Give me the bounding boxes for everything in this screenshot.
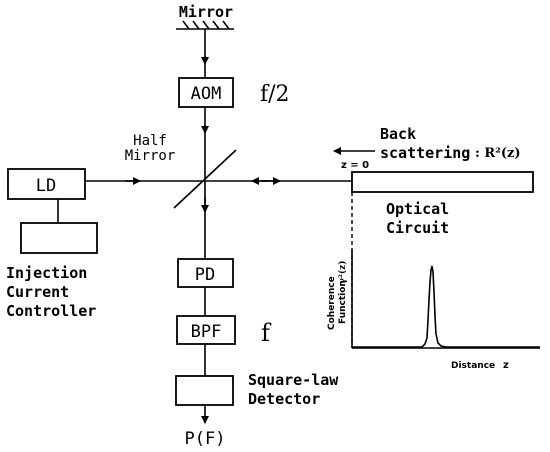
output-label: P(F): [185, 429, 226, 449]
coherence-peak-curve: [352, 265, 540, 348]
ld-label: LD: [36, 176, 56, 196]
square-law-label-1: Square-law: [248, 371, 339, 389]
aom-label: AOM: [191, 84, 222, 104]
pd-box: [177, 258, 234, 288]
injection-label-2: Current: [6, 283, 69, 301]
inset-ylabel-2: Function: [338, 280, 348, 324]
back-scattering-label-2: scattering: [380, 144, 470, 162]
injection-label-3: Controller: [6, 302, 96, 320]
half-mirror-icon: [173, 149, 237, 209]
optical-circuit-label-2: Circuit: [386, 219, 449, 237]
optical-circuit-label-1: Optical: [386, 200, 449, 218]
inset-xlabel: Distance: [451, 361, 495, 371]
square-law-label-2: Detector: [248, 390, 320, 408]
optical-circuit-box: [351, 171, 534, 193]
square-law-detector-box: [175, 375, 234, 406]
ld-box: [7, 168, 86, 200]
z-zero-label: z = 0: [341, 160, 369, 171]
mirror-icon: [176, 20, 234, 30]
inset-ylabel-fn: γ²(z): [337, 260, 348, 284]
back-scattering-label-1: Back: [380, 125, 416, 143]
aom-frequency: f/2: [260, 82, 290, 107]
back-scattering-function: : R²(z): [475, 146, 521, 161]
coherence-inset: Coherence Function γ²(z) Distance z: [327, 250, 540, 371]
injection-controller-box: [20, 222, 98, 254]
bpf-box: [176, 315, 236, 345]
half-mirror-label-2: Mirror: [125, 148, 176, 164]
inset-xvar: z: [503, 360, 509, 371]
mirror-label: Mirror: [179, 3, 233, 21]
aom-box: [178, 77, 234, 108]
bpf-frequency: f: [261, 319, 272, 347]
injection-label-1: Injection: [6, 264, 87, 282]
inset-ylabel-1: Coherence: [327, 276, 337, 330]
pd-label: PD: [195, 265, 215, 285]
half-mirror-label-1: Half: [133, 133, 167, 149]
bpf-label: BPF: [191, 322, 222, 342]
